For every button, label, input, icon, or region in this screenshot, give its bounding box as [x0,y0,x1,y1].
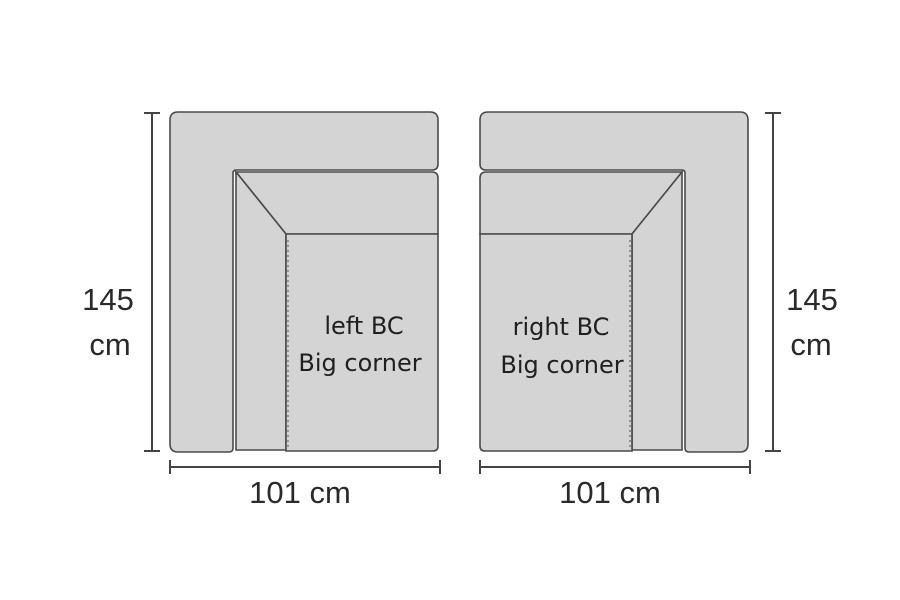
right-module-label-line2: Big corner [500,351,623,379]
right-module-seat [479,233,633,452]
left-module-label-line2: Big corner [298,349,421,377]
left-module-back-cushion [234,171,439,235]
right-corner-module: right BC Big corner [479,111,749,453]
left-corner-module: left BC Big corner [169,111,439,453]
left-width-dimension [169,460,441,474]
left-width-label: 101 cm [249,475,351,510]
left-module-label-line1: left BC [324,312,403,340]
right-width-dimension [479,460,751,474]
right-width-label: 101 cm [559,475,661,510]
right-module-label-line1: right BC [513,313,610,341]
right-height-value: 145 [786,282,838,317]
right-height-unit: cm [790,327,831,362]
right-module-backrest [479,111,749,453]
left-height-dimension [144,112,160,452]
left-height-value: 145 [82,282,134,317]
left-module-seat [285,233,439,452]
left-height-unit: cm [89,327,130,362]
right-height-dimension [765,112,781,452]
left-module-backrest [169,111,439,453]
